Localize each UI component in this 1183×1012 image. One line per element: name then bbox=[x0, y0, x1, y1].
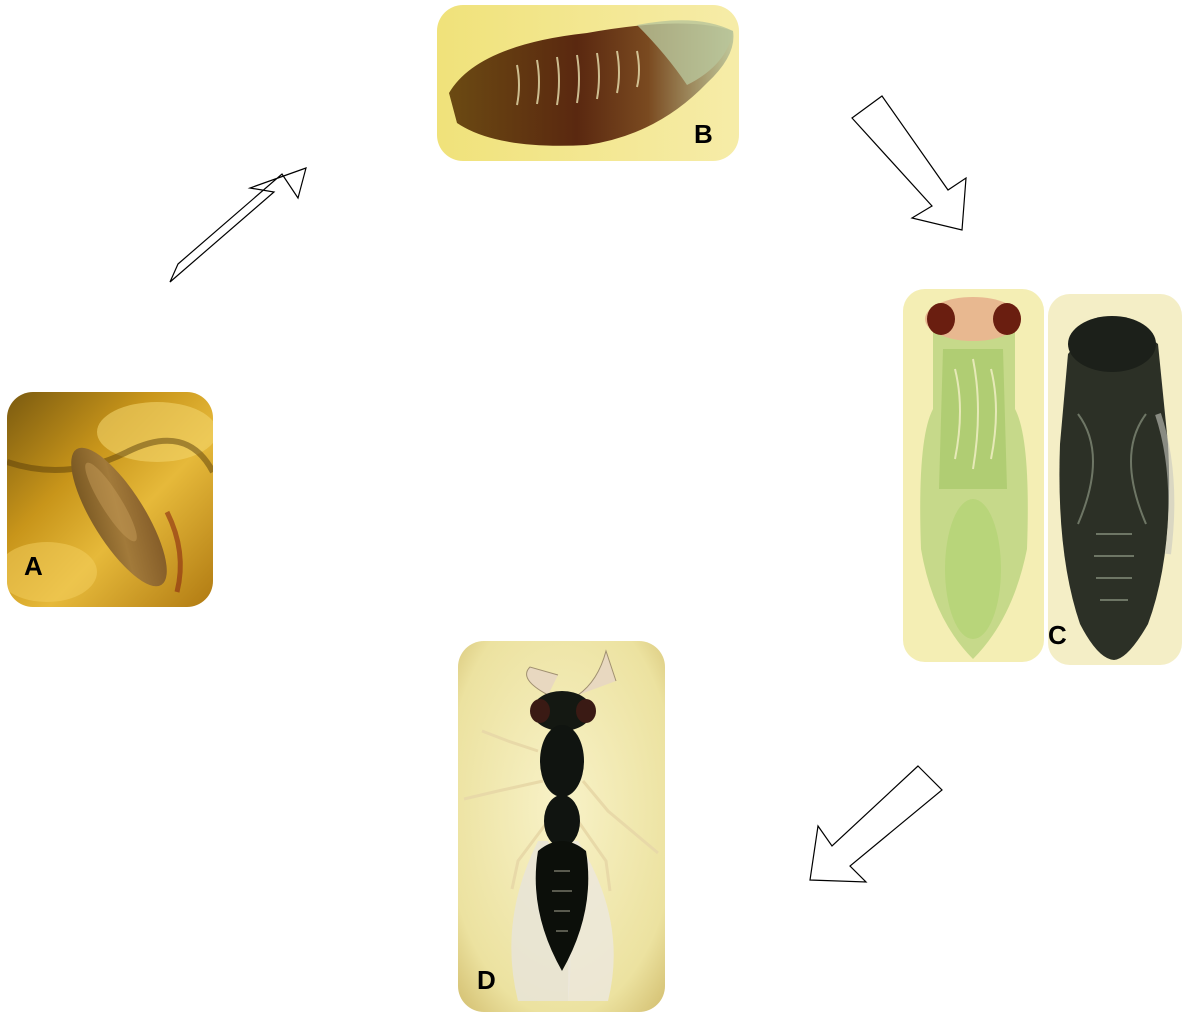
stage-b-label: B bbox=[694, 121, 713, 147]
stage-c-label: C bbox=[1048, 622, 1067, 648]
stage-c-photo-dark bbox=[1048, 294, 1182, 665]
outline-arrow-icon bbox=[810, 766, 942, 882]
stage-a-label: A bbox=[24, 553, 43, 579]
stage-d-photo bbox=[458, 641, 665, 1012]
outline-arrow-icon bbox=[170, 168, 306, 282]
stage-c-photo-light bbox=[903, 289, 1044, 662]
pupa-dark-photo bbox=[1048, 294, 1182, 665]
stage-d-label: D bbox=[477, 967, 496, 993]
pupa-photos bbox=[903, 289, 1044, 662]
adult-wasp-photo bbox=[458, 641, 665, 1012]
outline-arrow-icon bbox=[852, 96, 966, 230]
